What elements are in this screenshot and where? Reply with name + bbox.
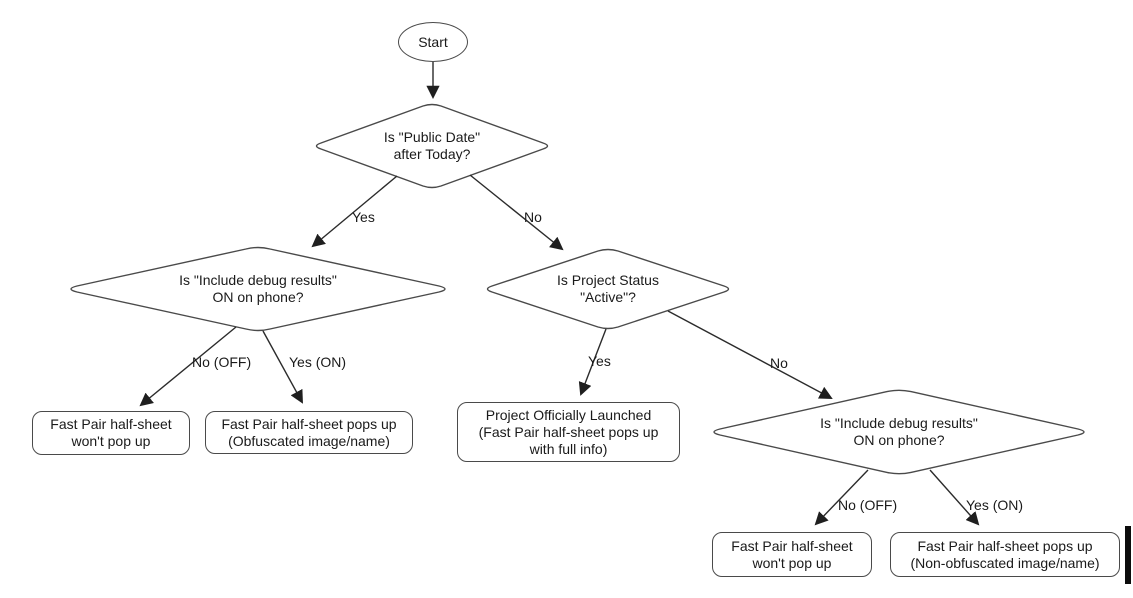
edge-label-project-status-yes: Yes: [588, 353, 611, 369]
decision-debug-left-label: Is "Include debug results" ON on phone?: [179, 272, 337, 305]
edge-project-status-no: [667, 310, 833, 399]
edge-public-date-no: [469, 174, 564, 251]
decision-public-date-shape: [315, 103, 549, 189]
result-non-obfuscated-node: Fast Pair half-sheet pops up (Non-obfusc…: [890, 532, 1120, 577]
edge-debug-left-no: [139, 326, 237, 407]
decision-project-status-label: Is Project Status "Active"?: [557, 272, 659, 305]
decision-debug-right-label: Is "Include debug results" ON on phone?: [820, 415, 978, 448]
edge-label-public-date-no: No: [524, 209, 542, 225]
edge-debug-left-yes: [262, 330, 303, 404]
result-no-popup-left-node: Fast Pair half-sheet won't pop up: [32, 411, 190, 455]
edge-project-status-yes: [578, 328, 607, 396]
edge-public-date-yes: [311, 175, 398, 248]
edge-debug-right-no: [814, 469, 869, 526]
decision-project-status-shape: [486, 248, 730, 330]
text-cursor-bar: [1125, 526, 1131, 584]
edge-label-debug-left-no: No (OFF): [192, 354, 252, 370]
decision-debug-left-shape: [70, 246, 446, 332]
decision-public-date-label: Is "Public Date" after Today?: [383, 129, 481, 162]
decision-debug-right-shape: [713, 389, 1085, 475]
edge-debug-right-yes: [929, 469, 980, 526]
edge-label-project-status-no: No: [770, 355, 788, 371]
result-obfuscated-node: Fast Pair half-sheet pops up (Obfuscated…: [205, 411, 413, 454]
result-launched-node: Project Officially Launched (Fast Pair h…: [457, 402, 680, 462]
result-no-popup-right-node: Fast Pair half-sheet won't pop up: [712, 532, 872, 577]
edge-label-debug-right-yes: Yes (ON): [966, 497, 1024, 513]
edge-label-debug-right-no: No (OFF): [838, 497, 898, 513]
start-node: Start: [398, 22, 468, 62]
edge-label-debug-left-yes: Yes (ON): [289, 354, 347, 370]
start-node-label: Start: [418, 33, 448, 50]
edge-label-public-date-yes: Yes: [352, 209, 375, 225]
